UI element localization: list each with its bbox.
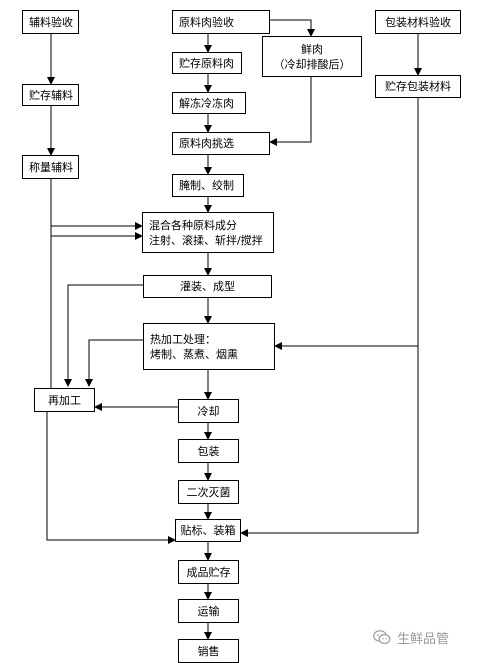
node-heat-label-1: 热加工处理：: [150, 332, 216, 346]
arrow-rework-to-label: [46, 412, 176, 544]
node-fresh-label-1: 鲜肉: [301, 42, 323, 56]
node-aux-store-label: 贮存辅料: [29, 88, 73, 102]
node-fill: 灌装、成型: [143, 275, 272, 298]
node-mix-label-2: 注射、滚揉、斩拌/搅拌: [149, 233, 263, 247]
node-aux-weigh-label: 称量辅料: [29, 160, 73, 174]
arrow-raw-accept-to-fresh: [270, 19, 315, 37]
watermark: 生鲜品管: [373, 628, 449, 647]
node-raw-select-label: 原料肉挑选: [179, 137, 234, 150]
node-thaw: 解冻冷冻肉: [172, 92, 246, 114]
node-transport: 运输: [178, 599, 239, 623]
arrow-pkg-store-to-label: [240, 346, 419, 537]
node-raw-store-label: 贮存原料肉: [179, 56, 234, 70]
node-pkg-accept: 包装材料验收: [375, 10, 461, 34]
node-raw-store: 贮存原料肉: [172, 52, 242, 74]
node-thaw-label: 解冻冷冻肉: [179, 96, 234, 110]
node-pkg-accept-label: 包装材料验收: [385, 15, 451, 29]
node-rework-label: 再加工: [48, 393, 81, 407]
arrow-aux-weigh-to-mix: [50, 179, 143, 230]
node-raw-accept: 原料肉验收: [172, 10, 270, 34]
node-mix: 混合各种原料成分 注射、滚揉、斩拌/搅拌: [142, 212, 274, 253]
node-heat-label-2: 烤制、蒸煮、烟熏: [150, 347, 238, 361]
node-fp-store-label: 成品贮存: [186, 565, 231, 579]
node-sterilize-label: 二次灭菌: [186, 485, 231, 499]
node-pkg-store-label: 贮存包装材料: [385, 80, 451, 93]
node-fresh-meat: 鲜肉 （冷却排酸后）: [262, 36, 362, 77]
node-pickle: 腌制、绞制: [172, 174, 244, 197]
node-aux-store: 贮存辅料: [22, 84, 79, 106]
node-sterilize: 二次灭菌: [178, 480, 239, 504]
arrow-fill-to-rework: [64, 284, 143, 387]
node-label-box: 贴标、装箱: [175, 519, 241, 542]
node-pickle-label: 腌制、绞制: [179, 179, 234, 192]
node-fresh-label-2: （冷却排酸后）: [273, 57, 351, 71]
node-transport-label: 运输: [197, 604, 220, 618]
node-aux-weigh: 称量辅料: [22, 155, 79, 179]
node-raw-select: 原料肉挑选: [172, 132, 270, 155]
node-mix-label-1: 混合各种原料成分: [149, 218, 237, 232]
node-pack-label: 包装: [197, 444, 220, 458]
arrow-fresh-to-select: [269, 77, 312, 146]
node-sales-label: 销售: [197, 644, 220, 658]
node-raw-accept-label: 原料肉验收: [179, 15, 234, 29]
node-pkg-store: 贮存包装材料: [375, 75, 461, 98]
node-heat: 热加工处理： 烤制、蒸煮、烟熏: [143, 323, 275, 370]
arrow-heat-to-rework: [85, 339, 143, 387]
node-cool-label: 冷却: [197, 404, 220, 418]
node-fp-store: 成品贮存: [178, 560, 239, 584]
node-fill-label: 灌装、成型: [180, 280, 235, 293]
node-rework: 再加工: [34, 388, 95, 412]
node-aux-accept-label: 辅料验收: [29, 15, 73, 29]
wechat-icon: [373, 630, 391, 645]
node-aux-accept: 辅料验收: [22, 10, 79, 34]
node-sales: 销售: [178, 639, 239, 663]
node-pack: 包装: [178, 439, 239, 463]
arrow-pkg-store-to-heat: [274, 98, 419, 350]
node-label-box-label: 贴标、装箱: [180, 524, 236, 537]
watermark-text: 生鲜品管: [397, 632, 450, 647]
node-cool: 冷却: [178, 399, 239, 423]
